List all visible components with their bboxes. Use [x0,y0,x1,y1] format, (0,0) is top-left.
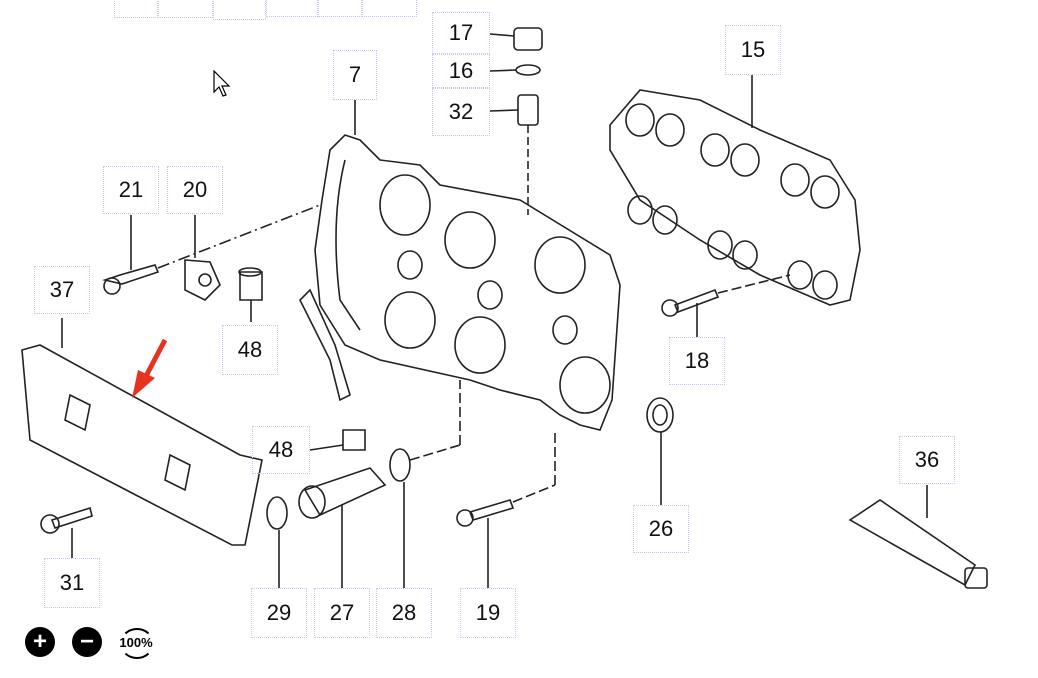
callout-18[interactable]: 18 [669,337,725,385]
heat-shield [21,344,263,546]
callout-19[interactable]: 19 [460,588,516,638]
reset-zoom-label: 100% [119,634,153,650]
callout-7[interactable]: 7 [333,50,377,100]
callout-36[interactable]: 36 [899,436,955,484]
callout-cropped[interactable] [362,0,417,17]
plus-icon: + [32,628,47,655]
callout-17[interactable]: 17 [432,12,490,54]
callout-cropped[interactable] [114,0,158,18]
callout-20[interactable]: 20 [167,166,223,214]
callout-cropped[interactable] [158,0,213,18]
mouse-cursor-icon [213,70,231,97]
zoom-in-button[interactable]: + [25,627,55,657]
callout-15[interactable]: 15 [725,25,781,75]
highlight-arrow [132,338,168,398]
callout-32[interactable]: 32 [432,88,490,136]
zoom-out-button[interactable]: − [72,627,102,657]
callout-48-lower[interactable]: 48 [252,426,310,474]
callout-48-upper[interactable]: 48 [222,325,278,375]
callout-cropped[interactable] [213,0,266,20]
callout-27[interactable]: 27 [314,588,370,638]
cylinder-head-cover [314,134,621,431]
callout-29[interactable]: 29 [251,588,307,638]
callout-21[interactable]: 21 [103,166,159,214]
callout-37[interactable]: 37 [34,266,90,314]
intake-manifold [609,89,861,306]
callout-26[interactable]: 26 [633,505,689,553]
reset-zoom-button[interactable]: 100% [116,627,156,659]
callout-cropped[interactable] [318,0,362,17]
callout-31[interactable]: 31 [44,558,100,608]
callout-16[interactable]: 16 [432,54,490,88]
sealant-tube [848,499,977,587]
minus-icon: − [79,628,94,655]
callout-28[interactable]: 28 [376,588,432,638]
callout-cropped[interactable] [266,0,318,17]
